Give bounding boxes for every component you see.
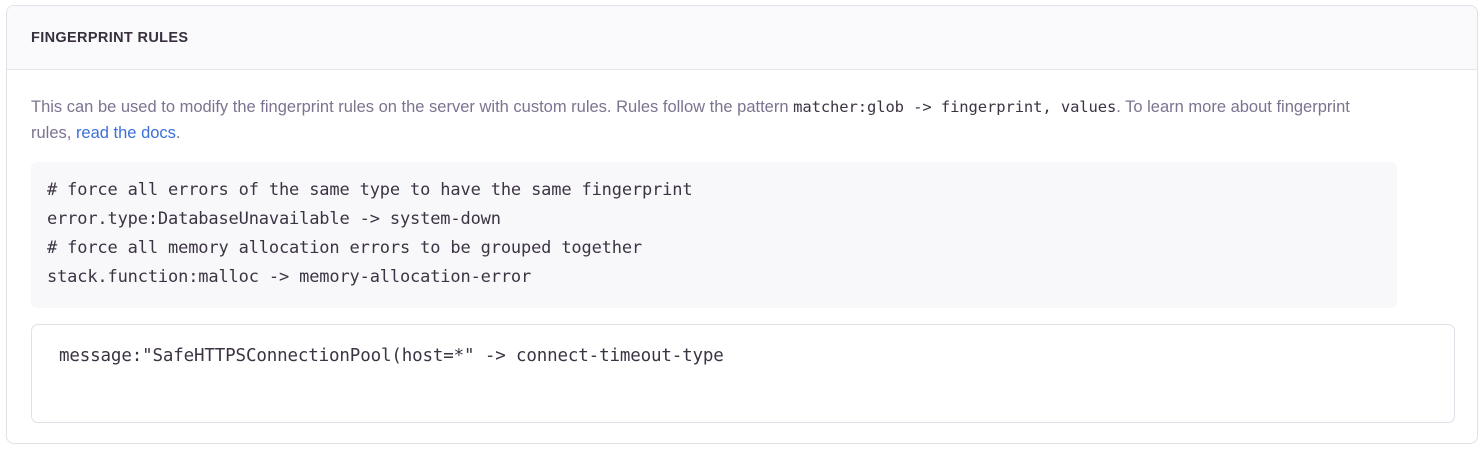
example-code-block: # force all errors of the same type to h… (31, 162, 1397, 308)
fingerprint-rules-input[interactable] (31, 324, 1455, 423)
description-tail-text: . (175, 124, 181, 142)
description-mid-text: . To learn more about fingerprint rules, (31, 98, 1350, 142)
inline-code-pattern: matcher:glob -> fingerprint, values (793, 98, 1117, 116)
example-code-text: # force all errors of the same type to h… (47, 180, 693, 287)
panel-body: This can be used to modify the fingerpri… (7, 70, 1477, 423)
fingerprint-rules-panel: FINGERPRINT RULES This can be used to mo… (6, 5, 1478, 444)
read-the-docs-link[interactable]: read the docs (75, 124, 176, 142)
panel-description: This can be used to modify the fingerpri… (31, 94, 1381, 146)
description-lead-text: This can be used to modify the fingerpri… (31, 98, 794, 116)
panel-header: FINGERPRINT RULES (7, 6, 1477, 70)
page-title: FINGERPRINT RULES (31, 29, 189, 46)
